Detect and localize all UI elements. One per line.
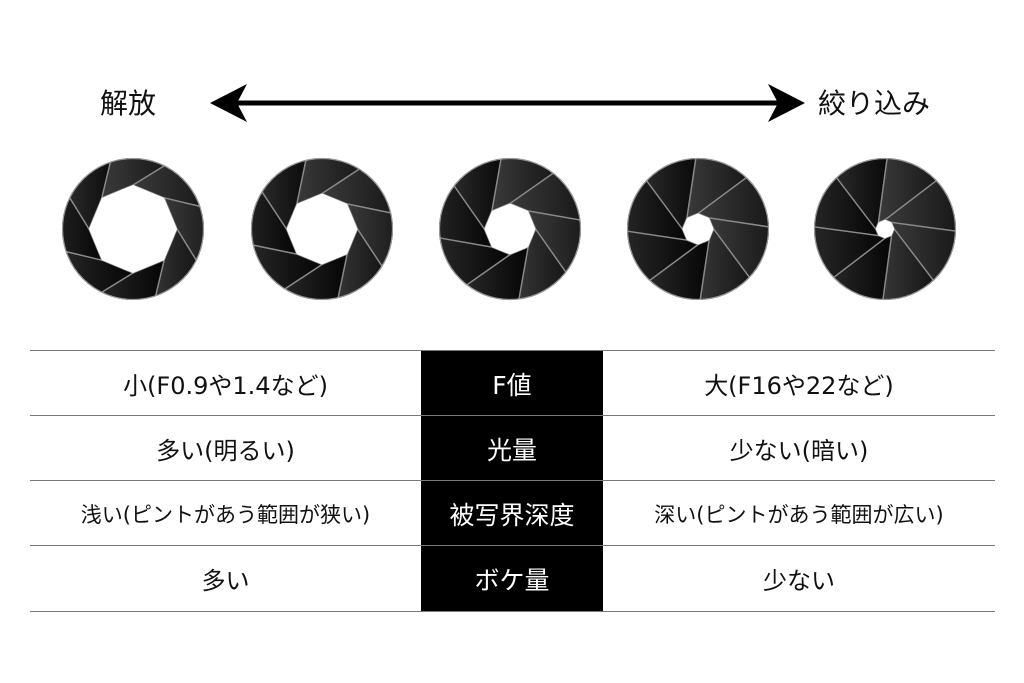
stopped-down-label: 絞り込み <box>818 87 931 120</box>
f-number-large-cell: 大(F16や22など) <box>704 372 894 400</box>
table-row-depth-of-field: 浅い(ピントがあう範囲が狭い) 被写界深度 深い(ピントがあう範囲が広い) <box>30 480 995 546</box>
double-arrow-icon <box>210 84 805 122</box>
aperture-opening <box>484 203 536 255</box>
aperture-blade <box>100 158 204 200</box>
aperture-diagram-row <box>0 150 1024 310</box>
aperture-opening <box>88 184 178 274</box>
aperture-blade <box>62 258 166 300</box>
f-number-small-cell: 小(F0.9や1.4など) <box>123 372 328 400</box>
light-less-cell: 少ない(暗い) <box>729 437 869 465</box>
f-number-header-cell: F値 <box>421 351 603 416</box>
dof-deep-cell: 深い(ピントがあう範囲が広い) <box>654 502 944 527</box>
table-row-light-amount: 多い(明るい) 光量 少ない(暗い) <box>30 415 995 481</box>
bokeh-more-cell: 多い <box>201 567 250 595</box>
table-row-f-number: 小(F0.9や1.4など) F値 大(F16や22など) <box>30 350 995 416</box>
table-row-bokeh: 多い ボケ量 少ない <box>30 545 995 612</box>
aperture-widest-icon <box>61 157 205 301</box>
aperture-wide-icon <box>250 157 394 301</box>
bokeh-header-cell: ボケ量 <box>421 546 603 611</box>
wide-open-label: 解放 <box>100 87 157 120</box>
dof-header-cell: 被写界深度 <box>421 481 603 546</box>
aperture-blade <box>62 158 104 262</box>
aperture-medium-icon <box>438 157 582 301</box>
dof-shallow-cell: 浅い(ピントがあう範囲が狭い) <box>80 502 371 527</box>
aperture-opening <box>286 193 358 265</box>
aperture-opening <box>875 219 895 239</box>
bokeh-less-cell: 少ない <box>763 567 835 595</box>
aperture-narrow-icon <box>626 157 770 301</box>
aperture-narrowest-icon <box>813 157 957 301</box>
light-more-cell: 多い(明るい) <box>156 437 295 465</box>
aperture-blade <box>162 196 204 300</box>
aperture-opening <box>682 213 714 245</box>
light-amount-header-cell: 光量 <box>421 416 603 481</box>
